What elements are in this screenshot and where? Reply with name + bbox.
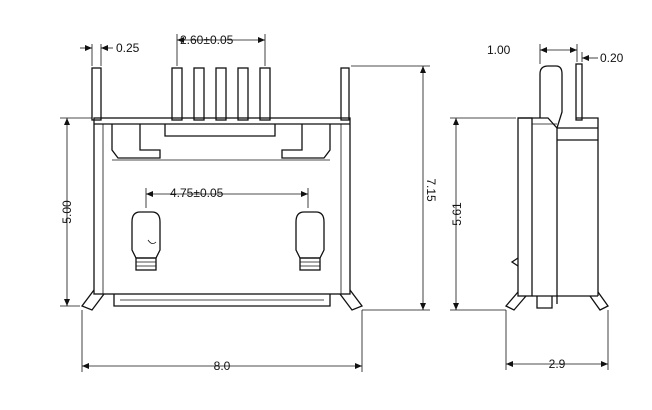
front-view xyxy=(80,67,364,311)
right-contact xyxy=(295,211,325,271)
left-top-pin xyxy=(91,67,102,121)
side-right-foot xyxy=(589,291,609,311)
dim-side-top-width: 1.00 xyxy=(487,43,511,57)
dim-side-depth: 2.9 xyxy=(549,357,566,371)
dim-side-height: 5.61 xyxy=(450,202,464,226)
side-shell-front xyxy=(517,117,533,297)
left-latch xyxy=(111,124,161,159)
side-bottom-contact xyxy=(536,296,553,309)
dim-left-height: 5.00 xyxy=(60,200,74,224)
right-foot xyxy=(339,289,364,311)
right-latch xyxy=(281,124,331,159)
dim-top-left-width: 0.25 xyxy=(116,41,140,55)
bottom-flange xyxy=(113,294,331,307)
side-pin xyxy=(575,63,583,121)
left-foot xyxy=(80,289,105,311)
front-dimensions: 0.25 2.60±0.05 5.00 4.75±0.05 7.15 8.0 xyxy=(60,33,438,373)
side-left-foot xyxy=(504,291,527,311)
dim-overall-height: 7.15 xyxy=(424,178,438,202)
side-view xyxy=(504,63,609,311)
dim-pin-pitch: 2.60±0.05 xyxy=(180,33,234,47)
left-contact xyxy=(131,211,161,271)
side-dimensions: 1.00 0.20 5.61 2.9 xyxy=(450,43,624,371)
top-recess xyxy=(164,124,276,137)
dim-overall-width: 8.0 xyxy=(214,359,231,373)
connector-body xyxy=(93,117,351,295)
right-top-pin xyxy=(340,67,350,121)
side-upper-block xyxy=(539,65,563,304)
dim-inner-span: 4.75±0.05 xyxy=(170,186,224,200)
signal-pins xyxy=(171,67,271,121)
dim-side-pin-width: 0.20 xyxy=(600,51,624,65)
